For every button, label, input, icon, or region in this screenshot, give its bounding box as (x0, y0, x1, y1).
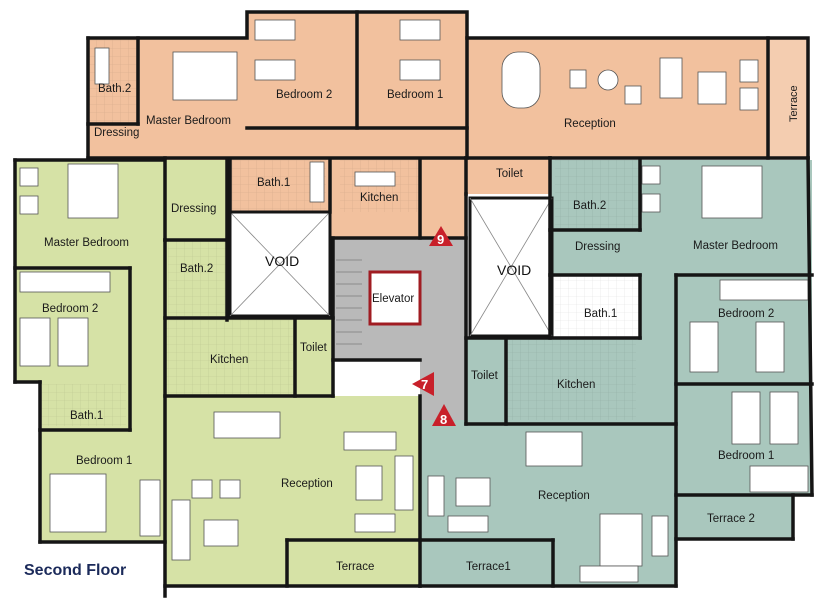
room-labels: Bath.2 Dressing Master Bedroom Bedroom 2… (42, 83, 800, 573)
label-toilet-right: Toilet (471, 370, 499, 382)
walls (13, 10, 814, 598)
floor-title: Second Floor (24, 562, 127, 579)
label-bath2-left: Bath.2 (180, 263, 213, 275)
label-terrace-left: Terrace (336, 561, 374, 573)
label-void-right: VOID (497, 262, 531, 278)
label-terrace-top: Terrace (788, 85, 800, 122)
label-terrace1-right: Terrace1 (466, 561, 511, 573)
label-dressing-right: Dressing (575, 241, 620, 253)
label-toilet-left: Toilet (300, 342, 328, 354)
label-reception-top: Reception (564, 118, 616, 130)
label-reception-left: Reception (281, 478, 333, 490)
label-dressing-top: Dressing (94, 127, 139, 139)
label-bath1-left: Bath.1 (70, 410, 103, 422)
marker-7: 7 (412, 372, 434, 396)
label-bath1-right: Bath.1 (584, 308, 617, 320)
furniture (19, 19, 809, 583)
marker-7-number: 7 (421, 377, 428, 392)
label-bath2-top: Bath.2 (98, 83, 131, 95)
label-terrace2-right: Terrace 2 (707, 513, 755, 525)
label-bedroom1-left: Bedroom 1 (76, 455, 132, 467)
label-bedroom2-left: Bedroom 2 (42, 303, 98, 315)
marker-8-number: 8 (440, 412, 447, 427)
label-dressing-left: Dressing (171, 203, 216, 215)
label-master-top: Master Bedroom (146, 115, 231, 127)
label-toilet-top: Toilet (496, 168, 524, 180)
label-bedroom2-right: Bedroom 2 (718, 308, 774, 320)
marker-9-number: 9 (437, 232, 444, 247)
label-void-left: VOID (265, 253, 299, 269)
marker-9: 9 (429, 226, 453, 247)
marker-8: 8 (432, 404, 456, 427)
label-bath2-right: Bath.2 (573, 200, 606, 212)
label-bedroom2-top: Bedroom 2 (276, 89, 332, 101)
label-kitchen-right: Kitchen (557, 379, 595, 391)
label-elevator: Elevator (372, 293, 414, 305)
label-master-left: Master Bedroom (44, 237, 129, 249)
label-bedroom1-right: Bedroom 1 (718, 450, 774, 462)
label-reception-right: Reception (538, 490, 590, 502)
building-core (228, 196, 554, 420)
label-kitchen-top: Kitchen (360, 192, 398, 204)
label-kitchen-left: Kitchen (210, 354, 248, 366)
label-bedroom1-top: Bedroom 1 (387, 89, 443, 101)
label-bath1-top: Bath.1 (257, 177, 290, 189)
label-master-right: Master Bedroom (693, 240, 778, 252)
